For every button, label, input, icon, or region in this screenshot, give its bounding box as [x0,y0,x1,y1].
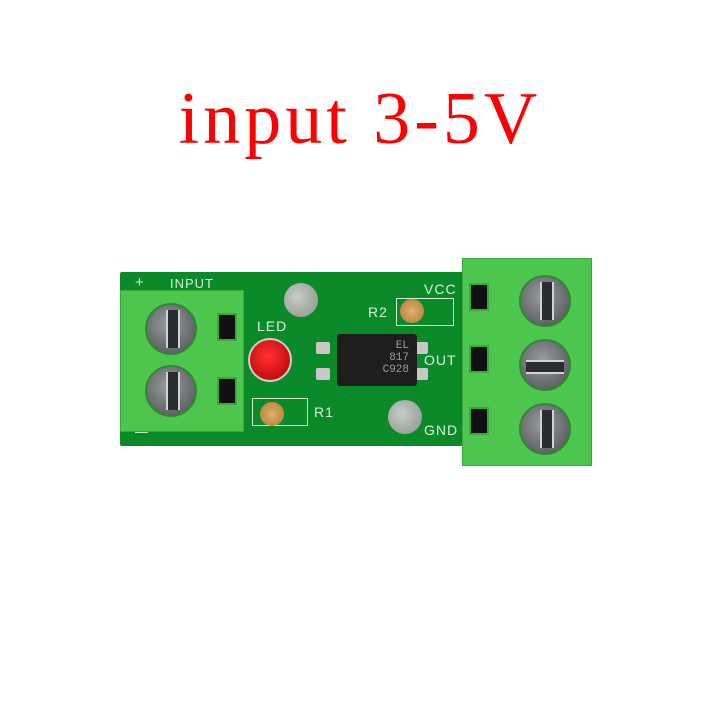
product-title: input 3-5V [178,78,542,160]
led-indicator [248,338,292,382]
wire-port [217,377,237,405]
screw-icon[interactable] [145,303,197,355]
screw-icon[interactable] [519,275,571,327]
chip-line2: 817 [389,352,409,364]
screw-icon[interactable] [519,339,571,391]
led-label: LED [257,318,288,334]
screw-icon[interactable] [519,403,571,455]
input-terminal-block [120,290,244,432]
r1-outline [252,398,308,426]
vcc-label: VCC [424,281,457,297]
gnd-label: GND [424,422,459,438]
r2-outline [396,298,454,326]
chip-pin [414,368,428,380]
wire-port [217,313,237,341]
resistor-r1 [260,402,284,426]
chip-line1: EL [395,340,409,352]
resistor-r2 [400,299,424,323]
wire-port [469,345,489,373]
optocoupler-chip: EL 817 C928 [337,334,417,386]
out-label: OUT [424,352,457,368]
output-terminal-block [462,258,592,466]
chip-line3: C928 [382,364,409,376]
wire-port [469,283,489,311]
wire-port [469,407,489,435]
input-label: INPUT [170,276,214,291]
plus-label: + [135,274,145,291]
chip-pin [316,368,330,380]
chip-pin [414,342,428,354]
r1-label: R1 [314,404,334,420]
mounting-hole [284,283,318,317]
chip-pin [316,342,330,354]
r2-label: R2 [368,304,388,320]
mounting-hole [388,400,422,434]
screw-icon[interactable] [145,365,197,417]
